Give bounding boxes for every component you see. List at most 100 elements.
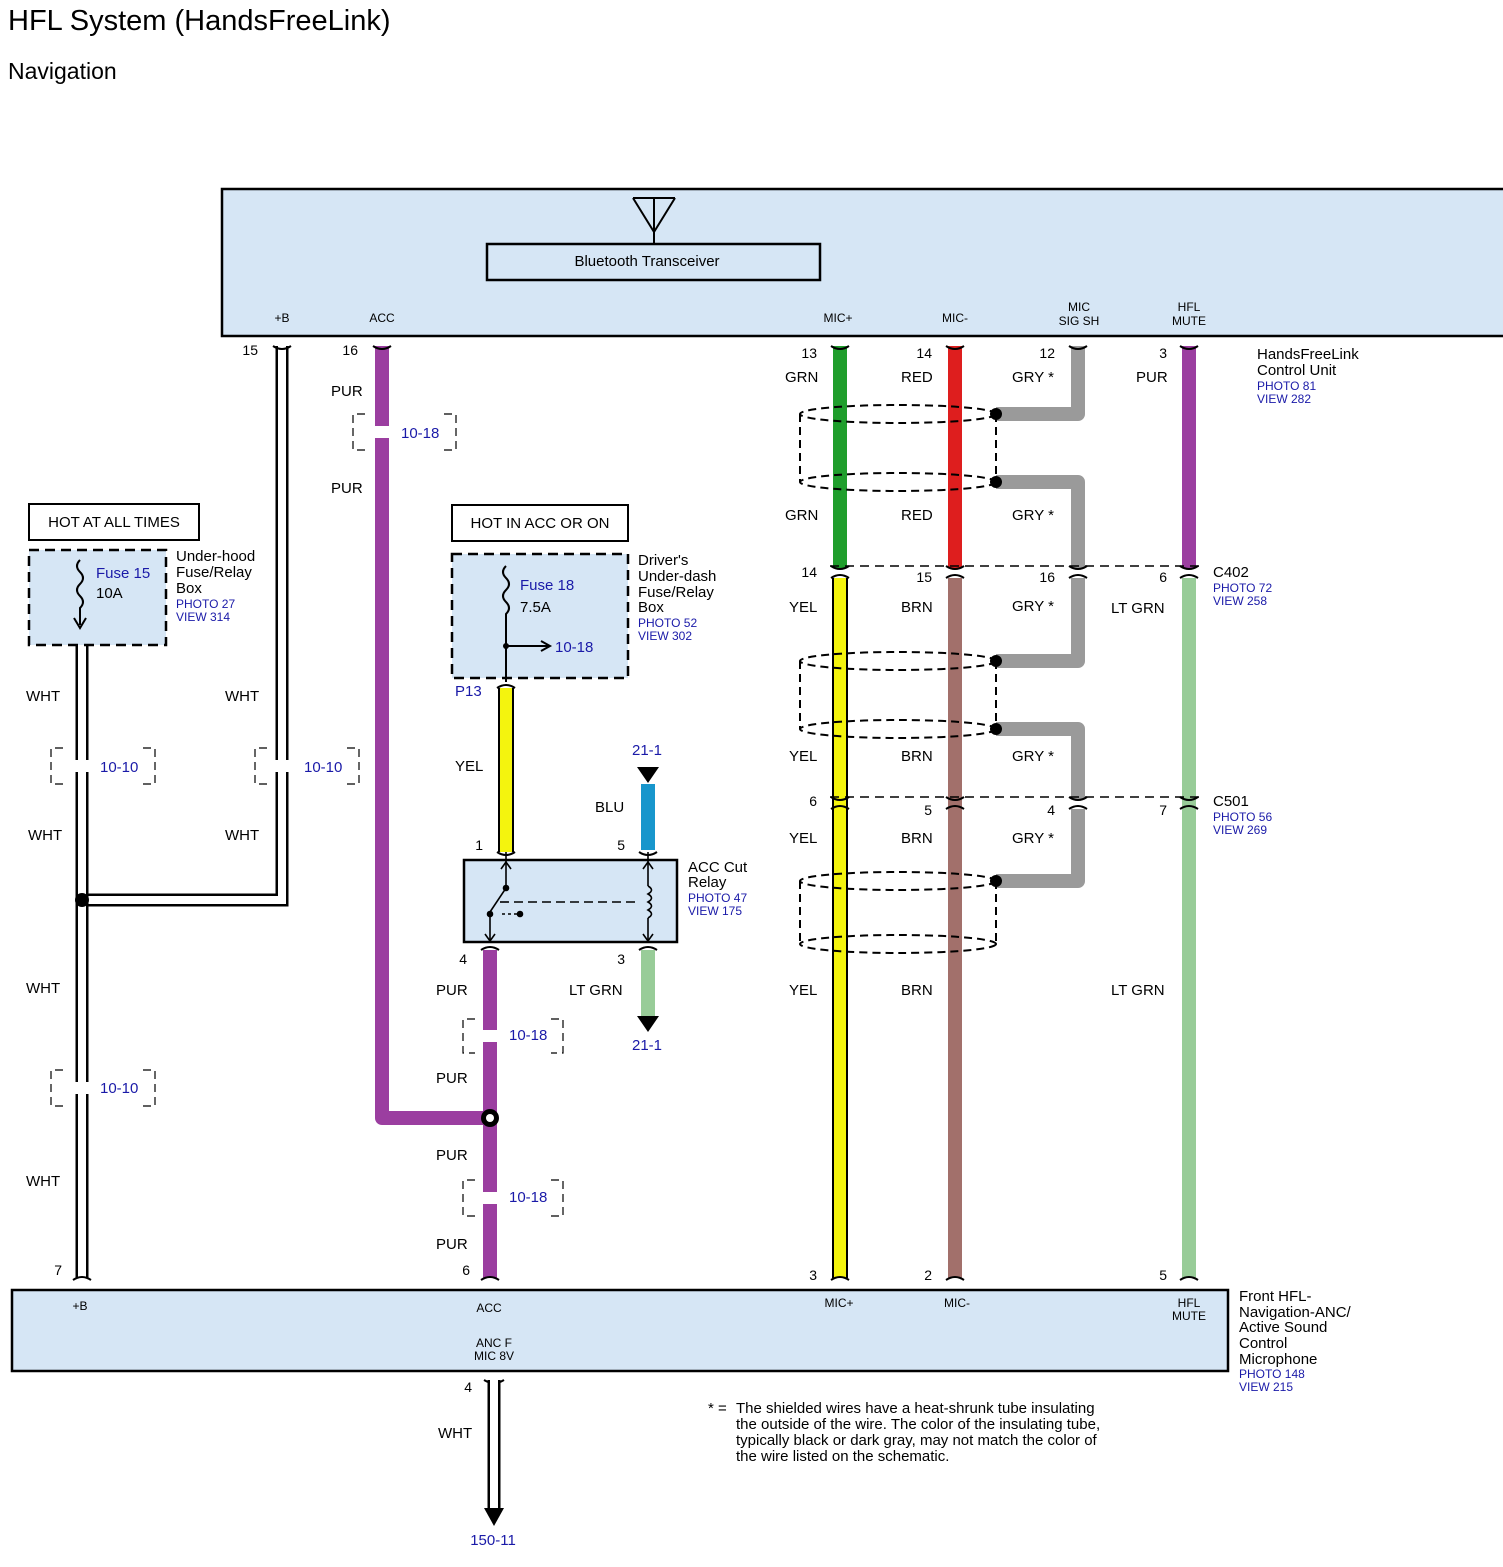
relay-name-1: ACC Cut	[688, 859, 748, 876]
note-line-1: The shielded wires have a heat-shrunk tu…	[736, 1400, 1095, 1417]
ref-10-18-a[interactable]: 10-18	[401, 425, 439, 442]
hot-in-acc-box	[451, 504, 629, 542]
ref-10-10-a[interactable]: 10-10	[100, 759, 138, 776]
bluetooth-transceiver-box	[485, 242, 822, 282]
ref-10-10-c[interactable]: 10-10	[100, 1080, 138, 1097]
mic-pin-7: 7	[54, 1262, 62, 1278]
label-ltgrn: LT GRN	[1111, 982, 1165, 999]
relay-pin-5: 5	[617, 837, 625, 853]
mic-name-1: Front HFL-	[1239, 1288, 1312, 1305]
underdash-name-3: Fuse/Relay	[638, 584, 714, 601]
hfl-unit-photo: PHOTO 81	[1257, 379, 1316, 393]
note-star: * =	[708, 1400, 727, 1417]
bluetooth-transceiver-label: Bluetooth Transceiver	[574, 253, 719, 270]
label-gry: GRY *	[1012, 830, 1054, 847]
sig-acc-top: ACC	[369, 311, 395, 325]
relay-view: VIEW 175	[688, 904, 742, 918]
underdash-photo: PHOTO 52	[638, 616, 697, 630]
sig-b-top: +B	[274, 311, 289, 325]
underhood-name-1: Under-hood	[176, 548, 255, 565]
underhood-photo: PHOTO 27	[176, 597, 235, 611]
label-red: RED	[901, 507, 933, 524]
label-yel: YEL	[789, 982, 817, 999]
pin-12: 12	[1039, 345, 1055, 361]
arrow-down-icon	[637, 767, 659, 783]
wire-wht-b	[75, 346, 289, 1278]
label-pur: PUR	[436, 982, 468, 999]
underdash-fuse-box	[450, 552, 630, 680]
label-pur: PUR	[331, 480, 363, 497]
underdash-name-2: Under-dash	[638, 568, 716, 585]
underdash-name-1: Driver's	[638, 552, 688, 569]
wire-gry	[996, 346, 1085, 888]
label-gry: GRY *	[1012, 598, 1054, 615]
c402-pin-6: 6	[1159, 569, 1167, 585]
ref-10-18-c[interactable]: 10-18	[509, 1189, 547, 1206]
underdash-name-4: Box	[638, 599, 664, 616]
label-ltgrn: LT GRN	[1111, 600, 1165, 617]
label-pur: PUR	[436, 1147, 468, 1164]
mic-pin-6: 6	[462, 1262, 470, 1278]
c402-view: VIEW 258	[1213, 594, 1267, 608]
mic-photo: PHOTO 148	[1239, 1367, 1305, 1381]
c402-pin-15: 15	[916, 569, 932, 585]
shield-2	[799, 651, 997, 739]
label-brn: BRN	[901, 830, 933, 847]
label-gry: GRY *	[1012, 369, 1054, 386]
label-ltgrn: LT GRN	[569, 982, 623, 999]
mic-pin-5: 5	[1159, 1267, 1167, 1283]
relay-pin-4: 4	[459, 951, 467, 967]
label-pur: PUR	[331, 383, 363, 400]
label-grn: GRN	[785, 369, 818, 386]
label-pur: PUR	[1136, 369, 1168, 386]
hot-in-acc-label: HOT IN ACC OR ON	[471, 515, 610, 532]
ref-bracket-1018-a	[352, 413, 457, 451]
hfl-unit-name-1: HandsFreeLink	[1257, 346, 1359, 363]
fuse-15-label: Fuse 15	[96, 565, 150, 582]
label-yel: YEL	[789, 830, 817, 847]
fuse-18-ref[interactable]: 10-18	[555, 639, 593, 656]
label-blu: BLU	[595, 799, 624, 816]
note-line-4: the wire listed on the schematic.	[736, 1448, 949, 1465]
relay-photo: PHOTO 47	[688, 891, 747, 905]
ref-21-1-top[interactable]: 21-1	[632, 742, 662, 759]
ref-bracket-1010-c	[50, 1069, 156, 1107]
hot-at-all-times-box	[28, 503, 200, 541]
label-pur: PUR	[436, 1070, 468, 1087]
c402-photo: PHOTO 72	[1213, 581, 1272, 595]
sig-micp-bottom: MIC+	[824, 1296, 853, 1310]
antenna-icon	[632, 197, 676, 244]
ref-10-10-b[interactable]: 10-10	[304, 759, 342, 776]
c501-view: VIEW 269	[1213, 823, 1267, 837]
ref-bracket-1018-c	[462, 1179, 564, 1217]
relay-coil-icon	[642, 852, 654, 943]
label-gry: GRY *	[1012, 507, 1054, 524]
sig-micsig-top-2: SIG SH	[1059, 314, 1100, 328]
relay-pin-1: 1	[475, 837, 483, 853]
c501-pin-5: 5	[924, 802, 932, 818]
label-wht: WHT	[26, 1173, 60, 1190]
label-wht: WHT	[225, 827, 259, 844]
hfl-control-unit-box	[220, 187, 1503, 338]
pin-13: 13	[801, 345, 817, 361]
page-title: HFL System (HandsFreeLink)	[8, 5, 390, 37]
ref-bracket-1010-a	[50, 747, 156, 785]
c402-name: C402	[1213, 564, 1249, 581]
ref-10-18-b[interactable]: 10-18	[509, 1027, 547, 1044]
sig-anc-1: ANC F	[476, 1336, 512, 1350]
underhood-view: VIEW 314	[176, 610, 230, 624]
underhood-name-3: Box	[176, 580, 202, 597]
sig-hfl-bottom-1: HFL	[1178, 1296, 1201, 1310]
ref-150-11[interactable]: 150-11	[470, 1532, 516, 1549]
pin-14: 14	[916, 345, 932, 361]
label-wht: WHT	[26, 980, 60, 997]
sig-hfl-top-2: MUTE	[1172, 314, 1206, 328]
note-line-2: the outside of the wire. The color of th…	[736, 1416, 1100, 1433]
label-grn: GRN	[785, 507, 818, 524]
ref-21-1-bottom[interactable]: 21-1	[632, 1037, 662, 1054]
sig-acc-bottom: ACC	[476, 1301, 502, 1315]
page-subtitle: Navigation	[8, 58, 117, 84]
mic-name-5: Microphone	[1239, 1351, 1317, 1368]
sig-anc-2: MIC 8V	[474, 1349, 514, 1363]
hfl-unit-name-2: Control Unit	[1257, 362, 1337, 379]
